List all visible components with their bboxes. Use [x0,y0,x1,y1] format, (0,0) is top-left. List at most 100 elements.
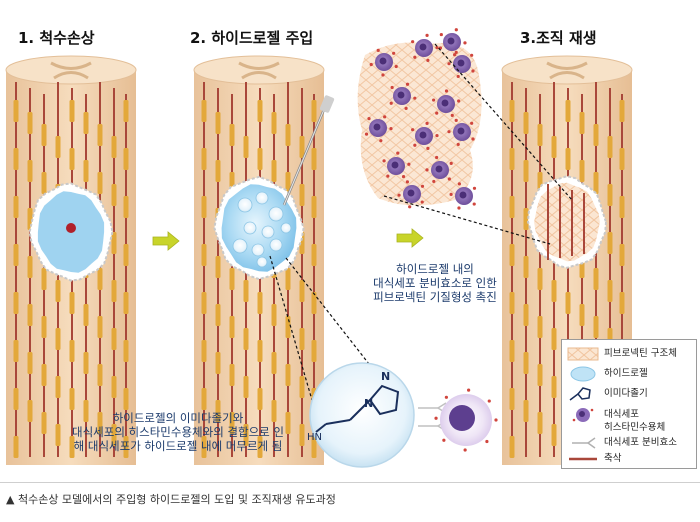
myelin-segment [201,292,207,314]
enzyme-dot [425,121,429,125]
myelin-segment [299,424,305,446]
zoom-line-bottom [383,195,551,245]
myelin-segment [311,292,317,314]
fibronectin-magnified [357,28,482,210]
macrophage-cell [432,89,461,117]
myelin-segment [201,388,207,410]
myelin-segment [607,136,613,158]
syringe-needle-highlight [283,99,329,206]
enzyme-dot [405,82,410,86]
myelin-segment [13,100,19,122]
myelin-segment [111,376,117,398]
myelin-segment [27,304,33,326]
myelin-segment [565,148,571,170]
step-title-injection: 2. 하이드로젤 주입 [190,29,314,47]
myelin-segment [27,160,33,182]
enzyme-dot [434,416,438,420]
myelin-segment [579,112,585,134]
macrophage-cell [411,33,439,63]
enzyme-dot [454,50,458,54]
myelin-segment [69,100,75,122]
myelin-segment [55,136,61,158]
myelin-segment [243,328,249,350]
macrophage-icon [566,406,600,424]
enzyme-dot [467,388,471,392]
note-imidazole: 하이드로젤의 이미다졸기와 대식세포의 히스타민수용체와의 결합으로 인 해 대… [38,411,318,453]
myelin-segment [257,436,263,458]
enzyme-dot [435,111,439,115]
legend-label: 대식세포 히스타민수용체 [604,409,666,433]
myelin-segment [229,316,235,338]
caption-divider [0,482,700,483]
axon-icon [566,450,600,468]
enzyme-dot [470,121,474,125]
hydrogel-bubble [255,191,269,205]
myelin-segment [619,196,625,218]
enzyme-dot [449,192,453,196]
enzyme-dot [411,128,415,132]
grey-matter-mark [546,61,588,80]
legend-item-1: 피브로넥틴 구조체 [566,345,694,363]
myelin-segment [299,280,305,302]
amine-nh-label: HN [307,432,322,443]
myelin-segment [523,112,529,134]
myelin-segment [111,424,117,446]
enzyme-dot [396,151,400,155]
enzyme-dot [435,133,439,138]
myelin-segment [593,316,599,338]
myelin-segment [69,388,75,410]
myelin-segment [229,124,235,146]
myelin-segment [523,352,529,374]
enzyme-dot [447,130,451,134]
myelin-segment [509,436,515,458]
myelin-segment [13,292,19,314]
enzyme-dot [389,127,393,131]
enzyme-dot [485,439,489,444]
enzyme-dot [457,206,461,210]
enzyme-dot [435,155,439,160]
myelin-segment [201,340,207,362]
step-title-injury: 1. 척수손상 [18,29,95,47]
enzyme-dot [472,186,477,190]
step-title-regeneration: 3.조직 재생 [520,29,597,47]
legend-label: 대식세포 분비효소 [604,437,677,448]
enzyme-dot [494,418,498,422]
myelin-segment [123,196,129,218]
myelin-segment [27,400,33,422]
myelin-segment [271,400,277,422]
myelin-segment [607,232,613,254]
myelin-segment [69,292,75,314]
myelin-segment [299,136,305,158]
macrophage-cell [389,82,417,110]
syringe-hub [319,95,335,113]
myelin-segment [123,100,129,122]
imidazole-ring [368,384,400,416]
myelin-segment [27,256,33,278]
myelin-segment [537,316,543,338]
myelin-segment [619,244,625,266]
myelin-segment [257,148,263,170]
enzyme-dot [401,174,406,179]
legend-item-2: 하이드로젤 [566,365,694,383]
myelin-segment [619,148,625,170]
progress-arrow-2 [396,228,424,248]
myelin-segment [201,244,207,266]
myelin-segment [123,388,129,410]
hydrogel-bubble [269,238,283,252]
myelin-segment [523,400,529,422]
zoom-line-right [285,257,381,379]
myelin-segment [201,196,207,218]
myelin-segment [41,316,47,338]
hydrogel-icon [566,365,600,383]
myelin-segment [123,244,129,266]
myelin-segment [201,100,207,122]
myelin-segment [285,172,291,194]
myelin-segment [123,436,129,458]
enzyme-dot [444,89,449,93]
enzyme-icon [566,434,600,452]
myelin-segment [55,376,61,398]
myelin-segment [97,412,103,434]
myelin-segment [607,184,613,206]
myelin-segment [271,352,277,374]
